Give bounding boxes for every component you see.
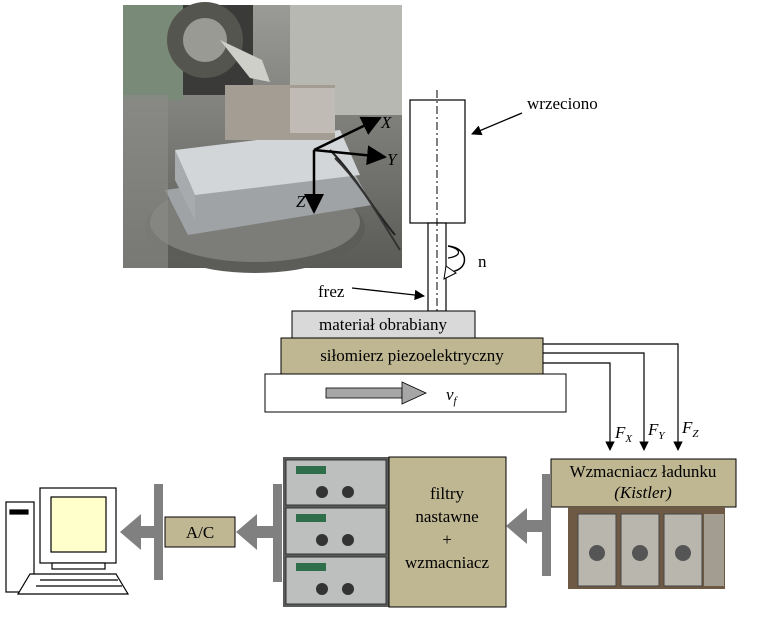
spindle	[409, 90, 466, 312]
filters-label-line4: wzmacniacz	[405, 553, 489, 572]
tool-label: frez	[318, 282, 345, 301]
workpiece-label: materiał obrabiany	[319, 315, 447, 334]
signal-flow-arrows	[120, 474, 551, 582]
charge-amplifier-box	[550, 458, 737, 508]
dynamometer-box	[280, 337, 544, 375]
axis-y-label: Y	[387, 150, 398, 169]
force-z-label: FZ	[681, 418, 699, 440]
adc-box	[164, 516, 236, 548]
adc-label: A/C	[186, 523, 214, 542]
feed-arrow	[325, 381, 427, 405]
filters-label-line3: +	[442, 530, 452, 549]
filter-photo	[283, 457, 389, 607]
workpiece-box	[291, 310, 476, 339]
filters-label-line2: nastawne	[415, 507, 478, 526]
spindle-label: wrzeciono	[527, 94, 598, 113]
amplifier-photo	[568, 507, 725, 589]
rotation-label: n	[478, 252, 487, 271]
feed-label: vf	[446, 385, 459, 407]
filters-box	[388, 456, 507, 608]
amplifier-label-line2: (Kistler)	[614, 483, 672, 502]
computer-icon	[5, 487, 130, 595]
machine-photo	[123, 2, 402, 273]
filters-label-line1: filtry	[430, 484, 464, 503]
amplifier-label-line1: Wzmacniacz ładunku	[570, 462, 717, 481]
force-x-label: FX	[614, 423, 633, 445]
rotation-arrow	[443, 245, 466, 280]
axis-x-label: X	[380, 113, 392, 132]
axis-z-label: Z	[296, 192, 306, 211]
force-signal-lines	[543, 343, 683, 451]
force-y-label: FY	[647, 420, 666, 442]
dynamometer-label: siłomierz piezoelektryczny	[320, 346, 504, 365]
axes-overlay: X Y Z	[296, 113, 398, 214]
